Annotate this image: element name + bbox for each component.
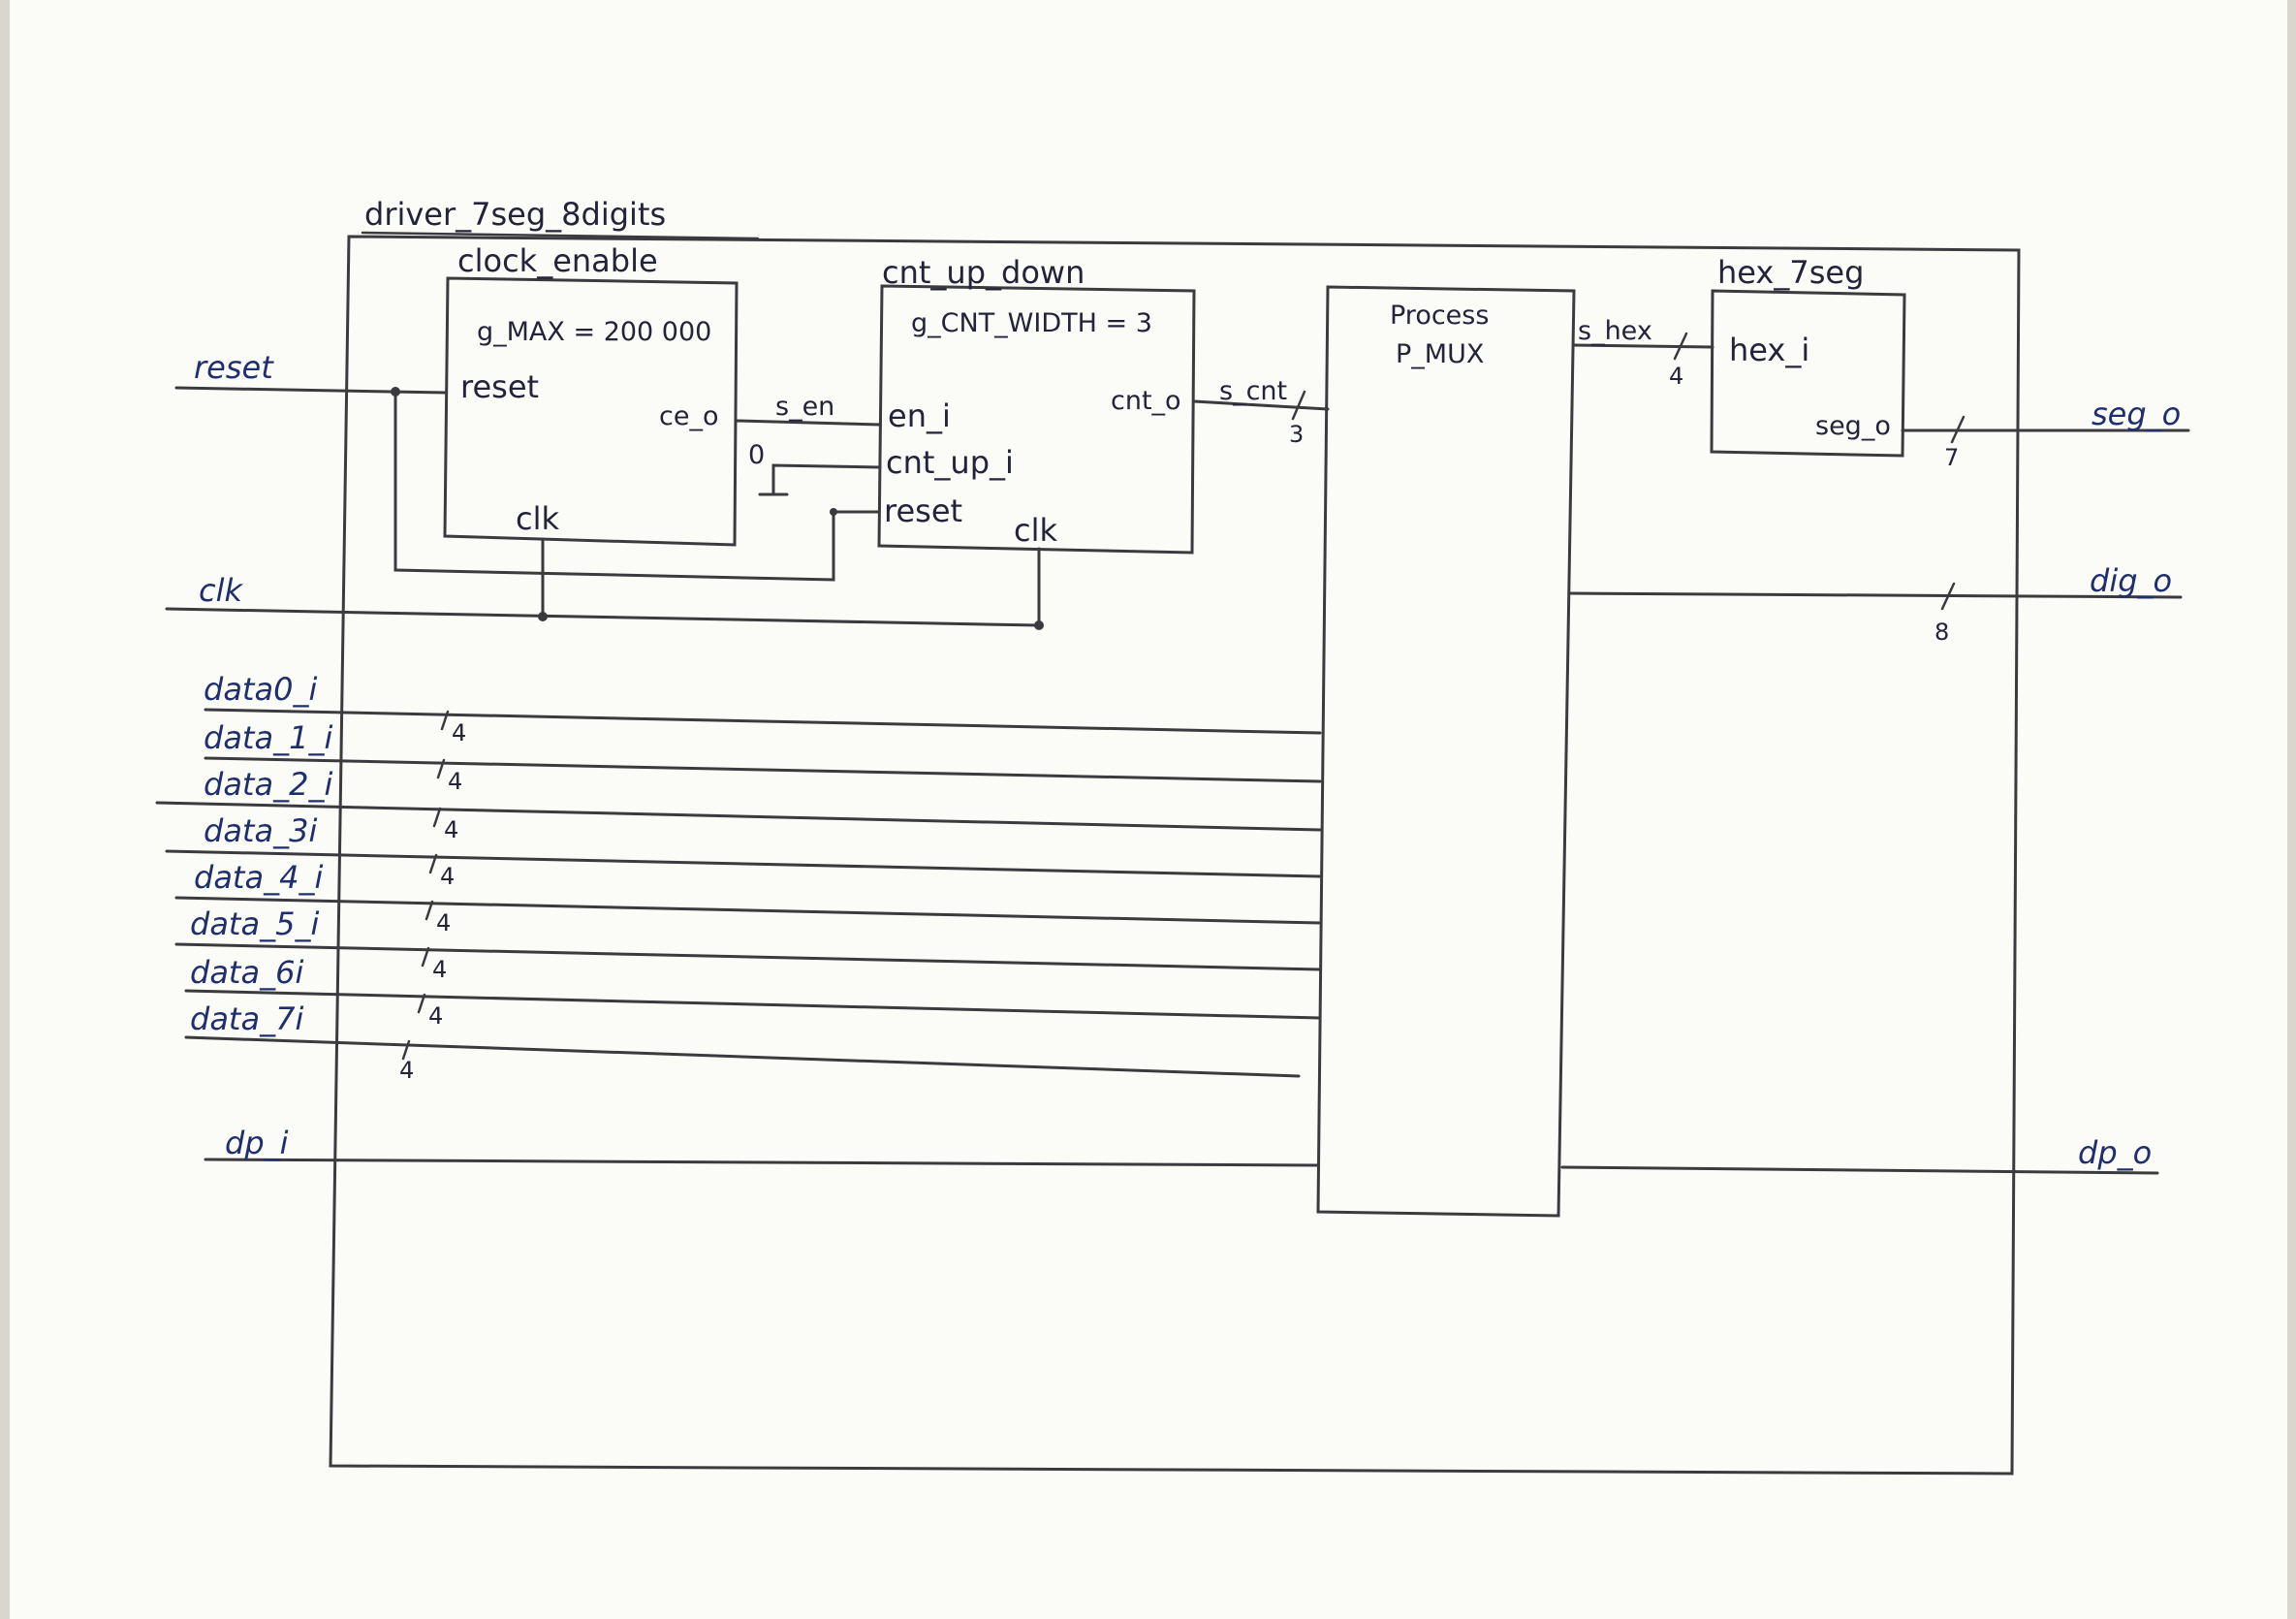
data-wire xyxy=(184,1035,1301,1078)
data-width-label: 4 xyxy=(452,719,466,746)
data-wire xyxy=(174,942,1322,971)
clock-enable-block xyxy=(443,276,739,547)
s-en-label: s_en xyxy=(775,392,834,422)
cnt-up-down-port-en: en_i xyxy=(888,397,951,434)
dp-o-output-label: dp_o xyxy=(2078,1134,2152,1171)
clock-enable-port-clk: clk xyxy=(516,500,559,537)
reset-branch-corner xyxy=(830,508,837,516)
data-input-label: data_2_i xyxy=(204,766,332,803)
data-bus-slash xyxy=(428,853,438,874)
data-wire xyxy=(174,896,1322,925)
dp-o-wire xyxy=(1560,1165,2159,1175)
cnt-up-down-title: cnt_up_down xyxy=(882,254,1085,291)
const-zero-label: 0 xyxy=(748,440,765,470)
data-wire xyxy=(184,989,1322,1020)
dp-i-input-label: dp_i xyxy=(225,1125,289,1161)
clock-enable-port-reset: reset xyxy=(460,368,539,405)
s-cnt-wire xyxy=(1192,399,1330,411)
dig-o-wire xyxy=(1568,591,2183,599)
data-wire xyxy=(204,756,1322,783)
data-bus-slash xyxy=(432,807,442,828)
process-p-mux-block xyxy=(1316,285,1576,1218)
data-input-label: data_6i xyxy=(190,954,303,991)
s-hex-wire xyxy=(1572,343,1714,349)
seg-o-bus-slash xyxy=(1950,415,1966,444)
clock-enable-generic: g_MAX = 200 000 xyxy=(477,317,711,347)
data-wire xyxy=(165,849,1322,878)
reset-wire xyxy=(174,386,448,395)
s-hex-width: 4 xyxy=(1669,363,1683,390)
data-bus-slash xyxy=(401,1039,411,1061)
hex-7seg-title: hex_7seg xyxy=(1717,254,1864,291)
data-width-label: 4 xyxy=(436,909,451,936)
data-bus-slash xyxy=(440,710,450,731)
s-cnt-width: 3 xyxy=(1289,421,1304,448)
cnt-up-down-port-cnt-up: cnt_up_i xyxy=(886,444,1014,481)
s-en-wire xyxy=(735,419,882,427)
data-bus-slash xyxy=(421,946,430,968)
hex-7seg-block xyxy=(1710,289,1906,458)
process-label: Process xyxy=(1390,301,1489,331)
data-input-label: data_7i xyxy=(190,1000,303,1037)
reset-branch-wire xyxy=(393,390,880,582)
dig-o-bus-slash xyxy=(1940,582,1956,611)
cnt-up-down-port-cnt: cnt_o xyxy=(1111,386,1181,416)
dig-o-output-label: dig_o xyxy=(2090,562,2172,599)
data-wire xyxy=(204,708,1322,735)
top-module-title: driver_7seg_8digits xyxy=(364,196,666,233)
data-width-label: 4 xyxy=(440,863,455,890)
cnt-up-down-block xyxy=(877,284,1196,555)
s-hex-label: s_hex xyxy=(1578,316,1652,346)
top-module-frame xyxy=(329,235,2021,1476)
s-cnt-bus-slash xyxy=(1291,390,1306,421)
clock-enable-port-ce: ce_o xyxy=(659,401,718,431)
reset-input-label: reset xyxy=(194,349,274,386)
data-input-label: data_1_i xyxy=(204,719,332,756)
data-wire xyxy=(155,801,1322,832)
s-cnt-label: s_cnt xyxy=(1219,376,1287,406)
dp-i-wire xyxy=(204,1158,1320,1167)
data-width-label: 4 xyxy=(399,1057,414,1084)
data-input-label: data_3i xyxy=(204,812,317,849)
clk-junction-2 xyxy=(1034,620,1044,630)
cnt-up-down-port-clk: clk xyxy=(1014,512,1057,549)
clk-wire xyxy=(165,607,1041,627)
top-module-title-underline xyxy=(361,231,760,240)
data-width-label: 4 xyxy=(444,816,458,843)
cnt-up-down-generic: g_CNT_WIDTH = 3 xyxy=(911,308,1152,338)
data-width-label: 4 xyxy=(448,768,462,795)
clock-enable-title: clock_enable xyxy=(457,242,658,279)
seg-o-width: 7 xyxy=(1944,444,1959,471)
data-input-label: data_5_i xyxy=(190,905,319,942)
dig-o-width: 8 xyxy=(1934,619,1949,646)
data-input-label: data_4_i xyxy=(194,859,323,896)
clk-input-label: clk xyxy=(199,572,243,609)
data-bus-slash xyxy=(425,900,434,921)
cnt-up-down-port-reset: reset xyxy=(884,492,962,529)
data-bus-slash xyxy=(436,758,446,779)
data-bus-slash xyxy=(417,993,426,1014)
data-input-label: data0_i xyxy=(204,671,317,708)
hex-7seg-port-hex: hex_i xyxy=(1729,332,1809,368)
process-name: P_MUX xyxy=(1396,339,1484,369)
data-width-label: 4 xyxy=(432,956,447,983)
cnt-up-const-wire xyxy=(771,463,882,494)
seg-o-output-label: seg_o xyxy=(2092,396,2181,432)
data-width-label: 4 xyxy=(428,1002,443,1030)
clk-junction-1 xyxy=(538,612,548,621)
s-hex-bus-slash xyxy=(1673,332,1688,361)
hex-7seg-port-seg: seg_o xyxy=(1815,411,1891,441)
